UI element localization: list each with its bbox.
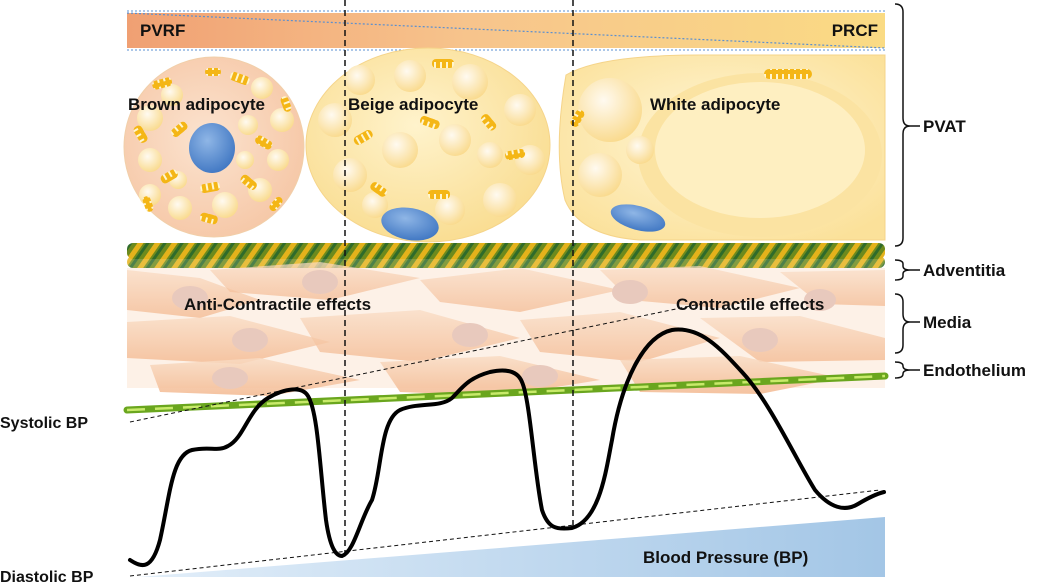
brown-adipocyte: Brown adipocyte [123,56,305,238]
endothelium-layer [123,372,889,414]
beige-adipocyte-label: Beige adipocyte [348,95,478,114]
layer-brackets: PVAT Adventitia Media Endothelium [894,3,1026,380]
media-bracket [894,293,911,354]
white-fat-droplets [578,78,654,197]
media-smooth-muscle-cells [127,262,885,396]
white-mitochondrion [764,69,812,79]
endothelium-label: Endothelium [923,361,1026,380]
brown-mitochondria [133,68,292,225]
media-label: Media [923,313,972,332]
systolic-reference-line [129,303,701,423]
white-nucleus [610,204,666,232]
gradient-bar-divider [126,12,886,49]
bp-waveform [128,327,886,568]
pvat-label: PVAT [923,117,966,136]
adventitia-rope-lower [127,256,885,268]
beige-mitochondria [353,59,526,199]
gradient-bar: PVRF PRCF [126,10,886,51]
media-layer: Anti-Contractile effects Contractile eff… [127,262,885,396]
adventitia-label: Adventitia [923,261,1006,280]
beige-adipocyte-body [305,47,551,243]
systolic-bp-label: Systolic BP [0,415,88,432]
contractile-label: Contractile effects [676,295,824,314]
adventitia-bracket [894,259,911,281]
beige-adipocyte: Beige adipocyte [305,47,551,243]
pvrf-label: PVRF [140,21,185,40]
bp-wedge-fill [138,517,885,577]
beige-nucleus [381,207,439,241]
pvat-bracket [894,3,911,247]
endothelium-bracket [894,361,911,379]
anti-contractile-label: Anti-Contractile effects [184,295,371,314]
blood-pressure-wedge: Blood Pressure (BP) [138,517,885,577]
beige-fat-droplets [318,60,545,225]
adventitia-rope-upper [127,243,885,259]
brown-nucleus [189,123,235,173]
diastolic-bp-label: Diastolic BP [0,569,94,585]
prcf-label: PRCF [832,21,878,40]
white-adipocyte-label: White adipocyte [650,95,780,114]
adventitia-layer [127,243,885,268]
blood-pressure-label: Blood Pressure (BP) [643,548,808,567]
white-adipocyte: White adipocyte [558,54,886,241]
brown-adipocyte-label: Brown adipocyte [128,95,265,114]
